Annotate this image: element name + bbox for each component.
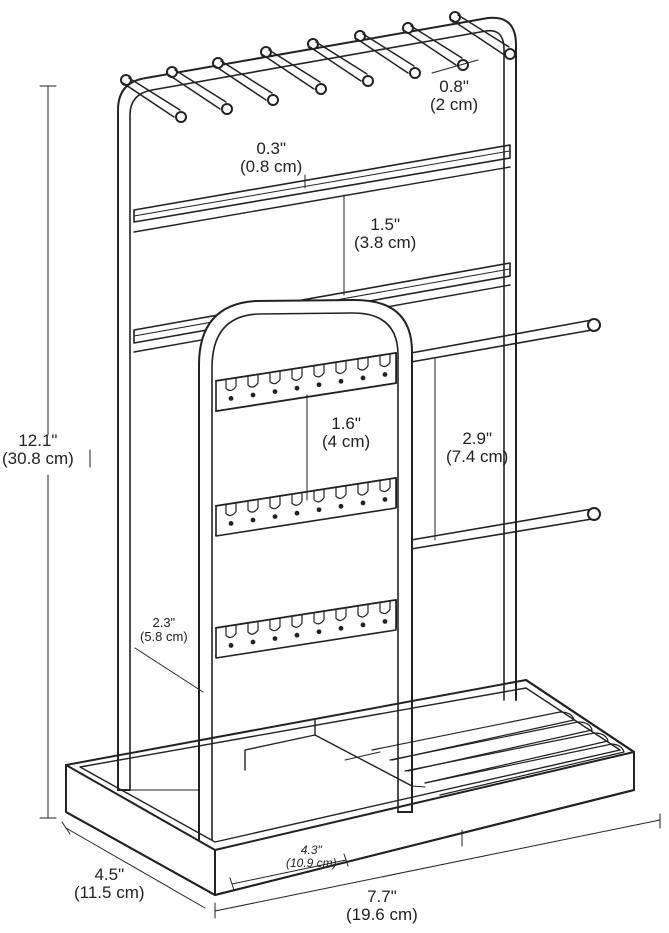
width-imperial: 7.7" bbox=[367, 887, 397, 906]
width-metric: (19.6 cm) bbox=[346, 904, 418, 924]
depth-metric: (11.5 cm) bbox=[74, 882, 145, 902]
base-tray bbox=[65, 679, 635, 896]
dim-earring-row-gap: 1.6" (4 cm) bbox=[322, 415, 370, 451]
earring-gap-imperial: 1.6" bbox=[331, 414, 361, 433]
top-hooks bbox=[120, 11, 516, 123]
dim-bar-gap: 1.5" (3.8 cm) bbox=[354, 216, 416, 252]
compartment-metric: (10.9 cm) bbox=[286, 855, 337, 870]
dim-total-height: 12.1" (30.8 cm) bbox=[2, 432, 74, 468]
top-hook bbox=[307, 38, 374, 87]
dimension-lines bbox=[39, 59, 661, 919]
height-imperial: 12.1" bbox=[18, 431, 58, 450]
top-hook bbox=[260, 46, 327, 95]
earring-panel bbox=[215, 599, 397, 659]
top-hook bbox=[354, 30, 421, 79]
earring-panels bbox=[215, 352, 397, 659]
bar-width-imperial: 0.3" bbox=[256, 139, 286, 158]
hook-spacing-imperial: 0.8" bbox=[439, 77, 469, 96]
earring-panel bbox=[215, 477, 397, 537]
rod-gap-metric: (7.4 cm) bbox=[446, 446, 509, 466]
height-metric: (30.8 cm) bbox=[2, 448, 74, 468]
dim-width: 7.7" (19.6 cm) bbox=[346, 888, 418, 924]
hook-spacing-metric: (2 cm) bbox=[430, 94, 479, 114]
dim-hook-spacing: 0.8" (2 cm) bbox=[430, 78, 478, 114]
earring-panel bbox=[215, 352, 397, 412]
offset-metric: (5.8 cm) bbox=[140, 628, 188, 644]
earring-gap-metric: (4 cm) bbox=[322, 431, 371, 451]
rod-gap-imperial: 2.9" bbox=[462, 429, 492, 448]
compartment-imperial: 4.3" bbox=[300, 843, 322, 857]
top-hook bbox=[402, 22, 469, 71]
dim-depth: 4.5" (11.5 cm) bbox=[74, 866, 145, 902]
bracelet-rods bbox=[410, 318, 601, 550]
bar-width-metric: (0.8 cm) bbox=[240, 156, 303, 176]
depth-imperial: 4.5" bbox=[94, 865, 125, 884]
front-frame bbox=[198, 299, 413, 841]
top-hook bbox=[120, 74, 187, 123]
dim-rod-gap: 2.9" (7.4 cm) bbox=[446, 430, 508, 466]
dim-compartment-width: 4.3" (10.9 cm) bbox=[286, 844, 337, 869]
horizontal-bar-upper bbox=[133, 144, 511, 233]
top-hook bbox=[166, 66, 233, 115]
top-hook bbox=[212, 57, 279, 106]
bar-gap-imperial: 1.5" bbox=[370, 215, 400, 234]
dim-bar-width: 0.3" (0.8 cm) bbox=[240, 140, 302, 176]
offset-imperial: 2.3" bbox=[152, 615, 176, 630]
bar-gap-metric: (3.8 cm) bbox=[354, 232, 417, 252]
dim-inner-frame-offset: 2.3" (5.8 cm) bbox=[140, 616, 188, 643]
top-hook bbox=[449, 11, 516, 60]
